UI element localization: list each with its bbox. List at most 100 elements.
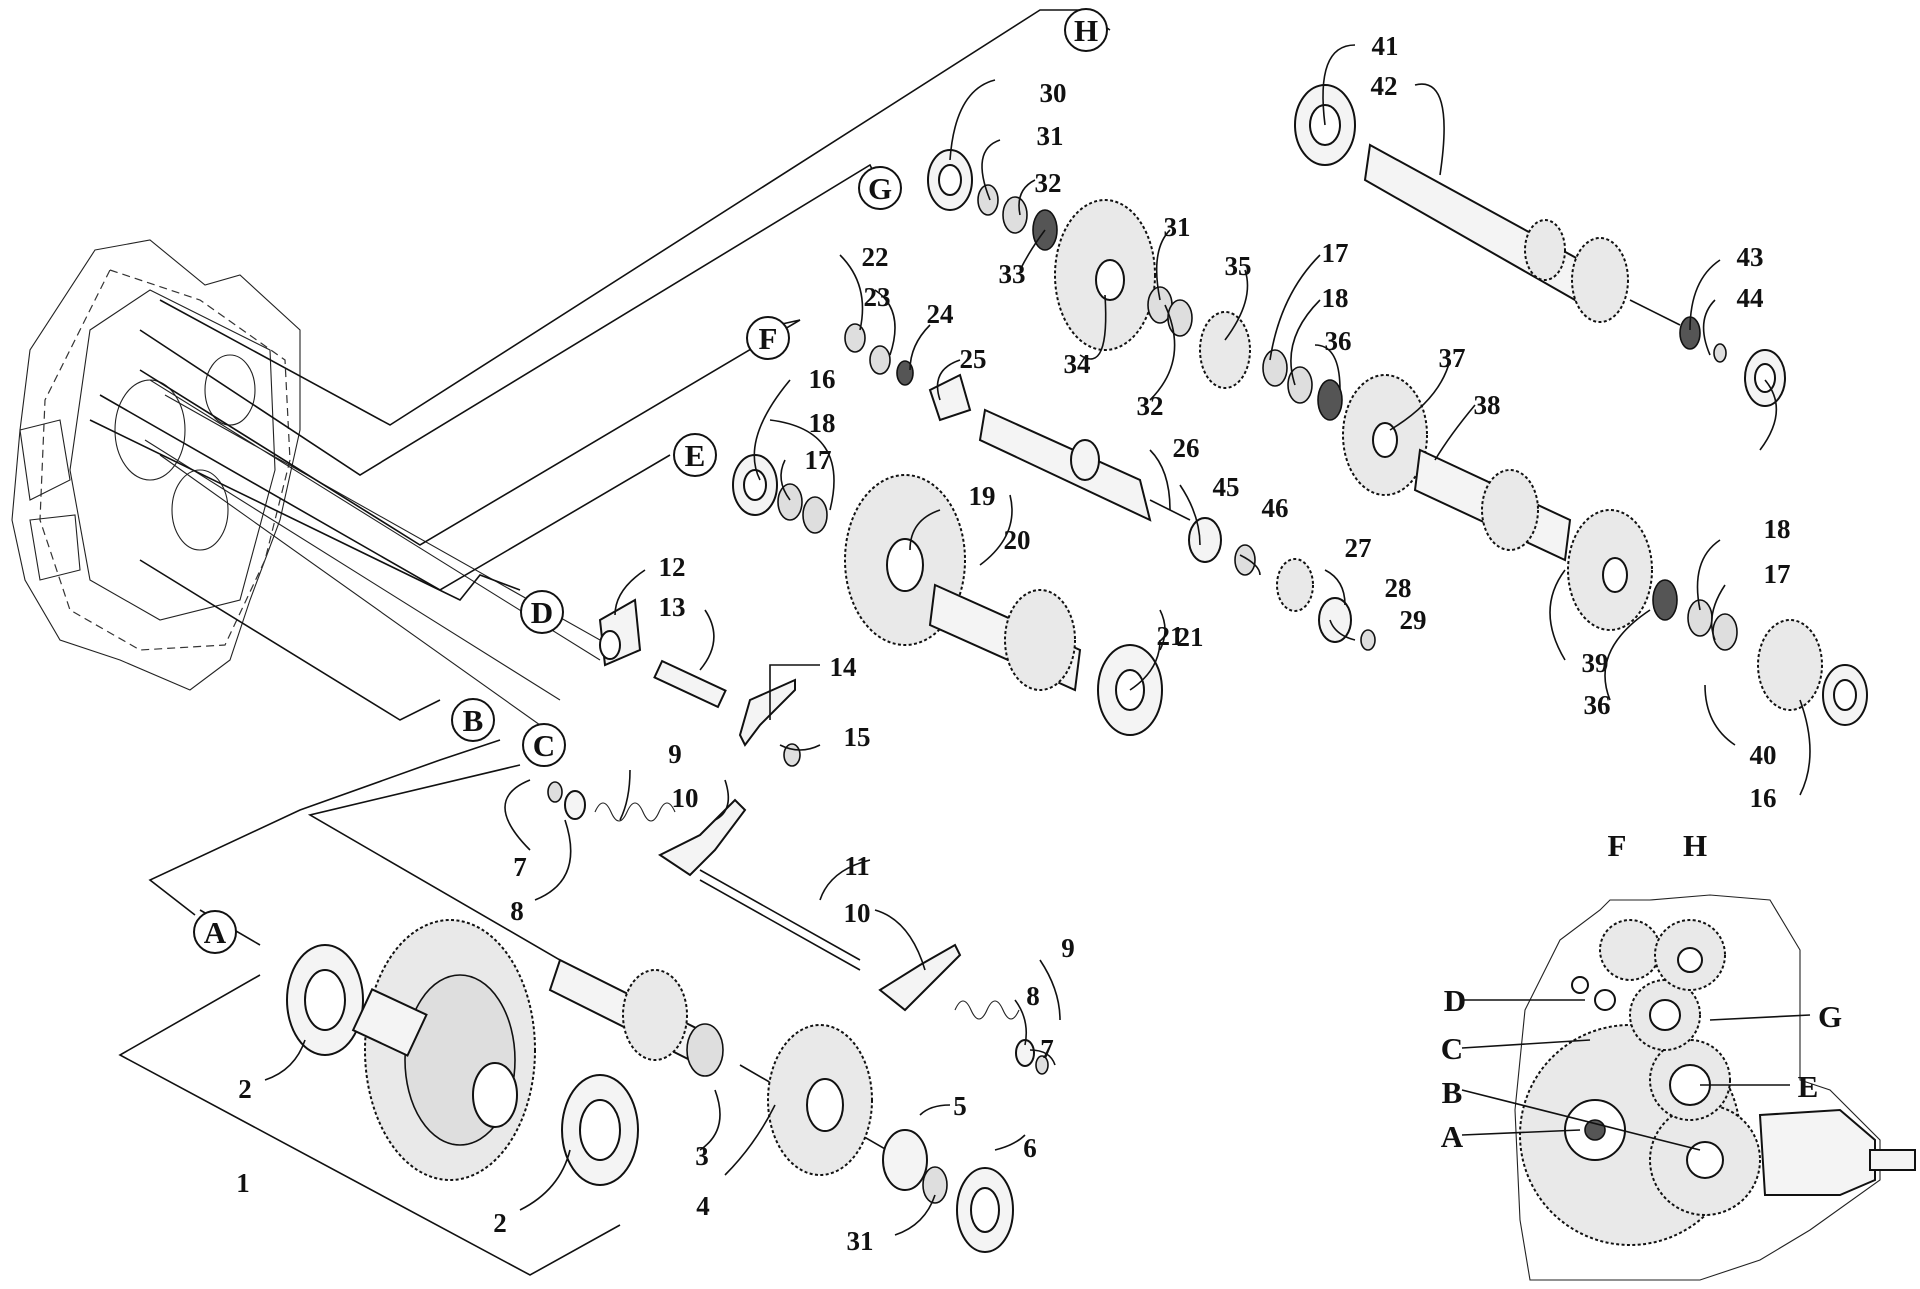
part-label: 8 (510, 896, 524, 926)
part-label: 18 (1764, 514, 1791, 544)
part-label: 9 (1061, 933, 1075, 963)
part-label: 1 (236, 1168, 250, 1198)
group-callout-b: B (451, 698, 495, 742)
inset-label-f: F (1608, 828, 1627, 863)
part-label: 42 (1371, 71, 1398, 101)
part-label: 4 (696, 1191, 710, 1221)
part-label: 14 (830, 652, 857, 682)
part-label: 16 (809, 364, 836, 394)
shaft-h-assembly (1294, 84, 1786, 407)
part-label: 21 (1157, 621, 1184, 651)
part-label: 2 (493, 1208, 507, 1238)
shaft-b-assembly (548, 958, 1014, 1253)
part-label: 17 (805, 445, 832, 475)
part-label: 46 (1262, 493, 1289, 523)
part-label: 20 (1004, 525, 1031, 555)
svg-text:F: F (759, 321, 778, 356)
transmission-housing (11, 239, 601, 726)
part-label: 36 (1325, 326, 1352, 356)
shaft-g-assembly (927, 149, 1868, 726)
inset-label-c: C (1441, 1031, 1463, 1066)
inset-label-a: A (1441, 1119, 1464, 1154)
inset-label-b: B (1442, 1075, 1463, 1110)
svg-text:B: B (463, 703, 484, 738)
part-label: 31 (1037, 121, 1064, 151)
part-label: 45 (1213, 472, 1240, 502)
part-label: 16 (1750, 783, 1777, 813)
part-label: 30 (1040, 78, 1067, 108)
part-label: 3 (695, 1141, 709, 1171)
inset-end-view (1461, 894, 1916, 1281)
svg-text:D: D (531, 595, 553, 630)
svg-text:E: E (685, 438, 706, 473)
part-label: 7 (513, 852, 527, 882)
part-label: 39 (1582, 648, 1609, 678)
group-callout-c: C (522, 723, 566, 767)
inset-label-e: E (1798, 1069, 1819, 1104)
group-callout-e: E (673, 433, 717, 477)
group-callout-h: H (1064, 8, 1108, 52)
part-label: 23 (864, 282, 891, 312)
part-label: 32 (1137, 391, 1164, 421)
part-label: 44 (1737, 283, 1764, 313)
part-label: 26 (1173, 433, 1200, 463)
part-label: 31 (847, 1226, 874, 1256)
part-label: 27 (1345, 533, 1372, 563)
group-callout-a: A (193, 910, 237, 954)
part-label: 15 (844, 722, 871, 752)
inset-label-h: H (1683, 828, 1707, 863)
svg-text:H: H (1074, 13, 1098, 48)
part-leader-lines (264, 44, 1811, 1236)
part-label: 19 (969, 481, 996, 511)
part-label: 34 (1064, 349, 1091, 379)
part-label: 32 (1035, 168, 1062, 198)
part-label: 12 (659, 552, 686, 582)
part-label: 6 (1023, 1133, 1037, 1163)
inset-letter-labels: F H D G C E B A (1441, 828, 1842, 1154)
svg-text:C: C (533, 728, 555, 763)
part-label: 35 (1225, 251, 1252, 281)
group-callouts: A B C D E F G H (193, 8, 1108, 954)
shaft-c-assembly (547, 781, 1049, 1075)
shaft-e-assembly (732, 454, 1163, 736)
part-label: 40 (1750, 740, 1777, 770)
part-label: 28 (1385, 573, 1412, 603)
part-label: 18 (1322, 283, 1349, 313)
part-label: 18 (809, 408, 836, 438)
part-label: 2 (238, 1074, 252, 1104)
inset-label-d: D (1444, 983, 1466, 1018)
part-label: 17 (1764, 559, 1791, 589)
inset-label-g: G (1818, 999, 1842, 1034)
part-label: 41 (1372, 31, 1399, 61)
part-label: 24 (927, 299, 954, 329)
part-label: 36 (1584, 690, 1611, 720)
part-label: 17 (1322, 238, 1349, 268)
shaft-d-assembly (598, 598, 801, 767)
part-label: 22 (862, 242, 889, 272)
part-label: 10 (844, 898, 871, 928)
part-label: 8 (1026, 981, 1040, 1011)
part-label: 10 (672, 783, 699, 813)
part-label: 43 (1737, 242, 1764, 272)
group-callout-d: D (520, 590, 564, 634)
part-label: 29 (1400, 605, 1427, 635)
svg-text:G: G (868, 171, 892, 206)
part-label: 37 (1439, 343, 1466, 373)
shaft-f-assembly (844, 323, 1376, 651)
part-label: 5 (953, 1091, 967, 1121)
part-label: 33 (999, 259, 1026, 289)
part-label: 11 (844, 851, 870, 881)
part-label: 9 (668, 739, 682, 769)
svg-text:A: A (204, 915, 227, 950)
shaft-a-assembly (286, 919, 639, 1186)
part-label: 31 (1164, 212, 1191, 242)
part-label: 13 (659, 592, 686, 622)
group-callout-g: G (858, 166, 902, 210)
group-callout-f: F (746, 316, 790, 360)
part-number-labels: 1 2 2 3 4 5 6 31 7 8 9 10 11 10 9 8 7 12… (236, 31, 1790, 1256)
part-label: 25 (960, 344, 987, 374)
part-label: 21 (1177, 622, 1204, 652)
part-label: 38 (1474, 390, 1501, 420)
part-label: 7 (1040, 1034, 1054, 1064)
